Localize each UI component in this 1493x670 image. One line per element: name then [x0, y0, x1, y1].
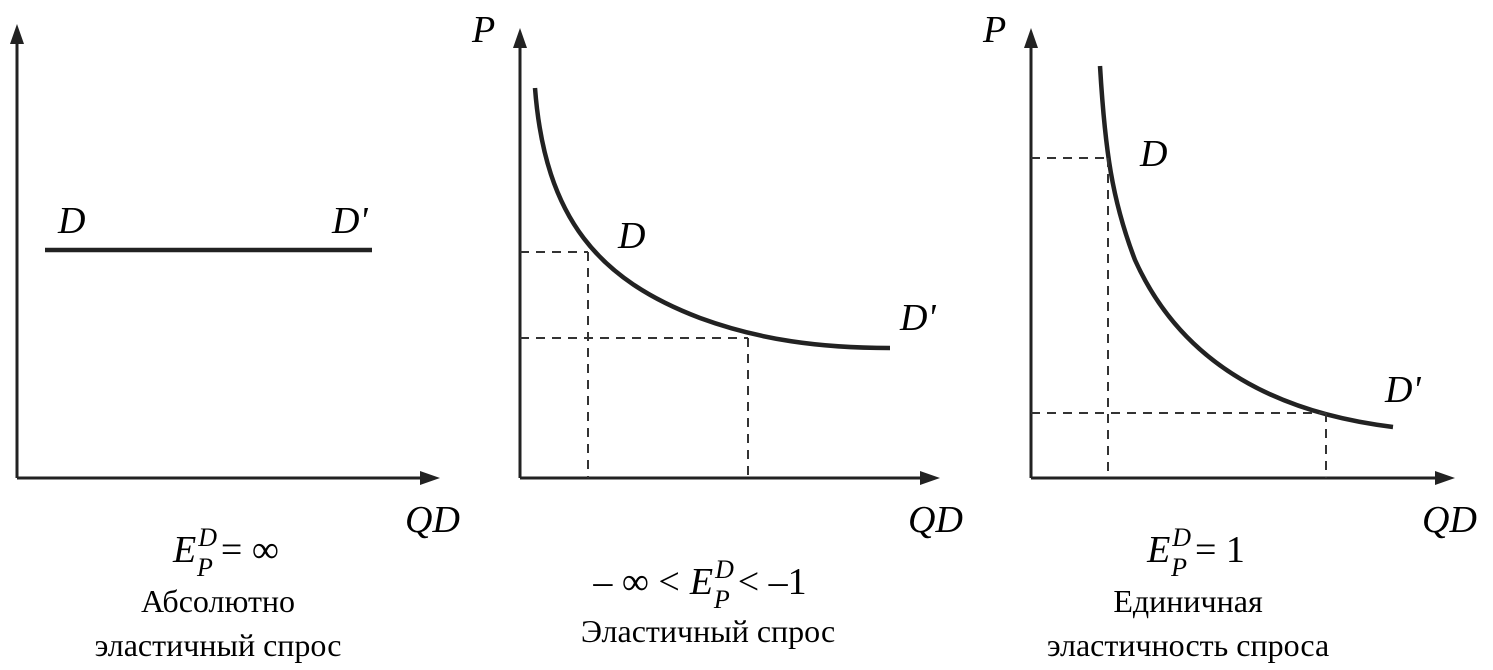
formula-subscript: P	[713, 585, 730, 614]
caption-line-2: эластичный спрос	[95, 627, 342, 663]
caption-line-1: Единичная	[1113, 583, 1263, 619]
formula-superscript: D	[197, 523, 217, 552]
curve-start-label: D	[617, 215, 645, 257]
formula-relation: = 1	[1195, 529, 1245, 571]
demand-curve	[532, 87, 891, 351]
demand-curve	[1097, 65, 1394, 430]
curve-end-label: D'	[1384, 369, 1421, 411]
curve-start-label: D	[57, 200, 85, 242]
caption-line-1: Эластичный спрос	[581, 613, 835, 649]
x-axis-arrow-icon	[1435, 471, 1455, 485]
x-axis-arrow-icon	[420, 471, 440, 485]
caption-line-2: эластичность спроса	[1047, 627, 1329, 663]
caption-line-1: Абсолютно	[141, 583, 295, 619]
formula-subscript: P	[1170, 553, 1187, 582]
formula-symbol: E	[172, 529, 196, 571]
curve-end-label: D'	[899, 297, 936, 339]
formula-superscript: D	[714, 555, 734, 584]
y-axis-arrow-icon	[10, 24, 24, 44]
formula-superscript: D	[1171, 523, 1191, 552]
formula-relation: = ∞	[221, 529, 279, 571]
formula-symbol: E	[689, 561, 713, 603]
x-axis-arrow-icon	[920, 471, 940, 485]
y-axis-arrow-icon	[1024, 28, 1038, 48]
formula-relation: < –1	[738, 561, 807, 603]
formula-subscript: P	[196, 553, 213, 582]
x-axis-label: QD	[908, 499, 963, 541]
curve-start-label: D	[1139, 133, 1167, 175]
y-axis-label: P	[471, 9, 495, 51]
x-axis-label: QD	[1422, 499, 1477, 541]
formula-prefix: – ∞ <	[592, 561, 680, 603]
y-axis-label: P	[982, 9, 1006, 51]
y-axis-arrow-icon	[513, 28, 527, 48]
formula-symbol: E	[1146, 529, 1170, 571]
x-axis-label: QD	[405, 499, 460, 541]
curve-end-label: D'	[331, 200, 368, 242]
